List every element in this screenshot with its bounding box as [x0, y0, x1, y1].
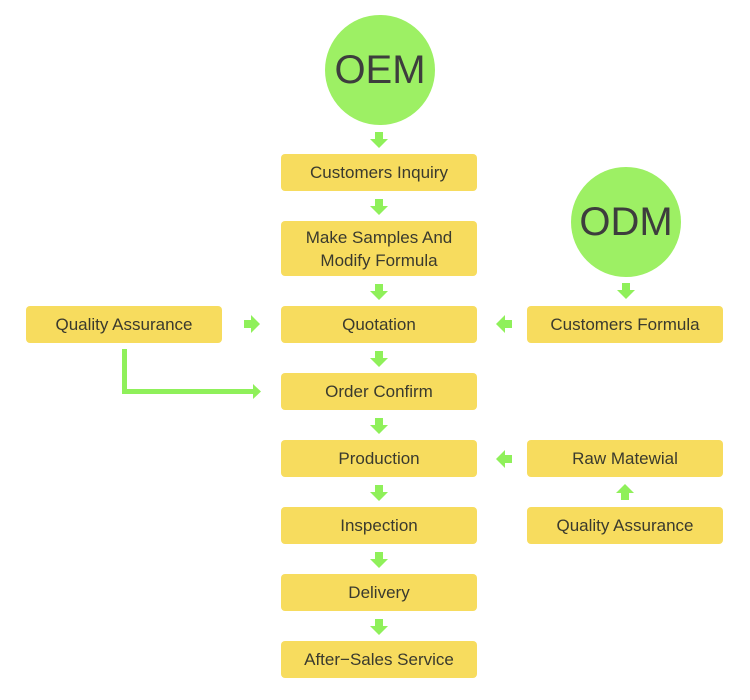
- elbow-arrow-icon: [122, 349, 261, 399]
- down-arrow-icon: [370, 418, 388, 434]
- customers-inquiry-box: Customers Inquiry: [281, 154, 477, 191]
- down-arrow-icon: [370, 132, 388, 148]
- left-arrow-icon: [496, 315, 512, 333]
- down-arrow-icon: [370, 485, 388, 501]
- order-confirm-box: Order Confirm: [281, 373, 477, 410]
- left-arrow-icon: [496, 450, 512, 468]
- right-arrow-icon: [244, 315, 260, 333]
- odm-circle: ODM: [571, 167, 681, 277]
- make-samples-label: Make Samples And Modify Formula: [305, 227, 453, 270]
- quotation-box: Quotation: [281, 306, 477, 343]
- customers-formula-box: Customers Formula: [527, 306, 723, 343]
- delivery-box: Delivery: [281, 574, 477, 611]
- up-arrow-icon: [616, 484, 634, 500]
- production-box: Production: [281, 440, 477, 477]
- left-quality-assurance-box: Quality Assurance: [26, 306, 222, 343]
- raw-material-box: Raw Matewial: [527, 440, 723, 477]
- down-arrow-icon: [370, 351, 388, 367]
- right-quality-assurance-box: Quality Assurance: [527, 507, 723, 544]
- oem-circle: OEM: [325, 15, 435, 125]
- down-arrow-icon: [617, 283, 635, 299]
- after-sales-box: After−Sales Service: [281, 641, 477, 678]
- make-samples-box: Make Samples And Modify Formula: [281, 221, 477, 276]
- down-arrow-icon: [370, 199, 388, 215]
- down-arrow-icon: [370, 552, 388, 568]
- down-arrow-icon: [370, 619, 388, 635]
- inspection-box: Inspection: [281, 507, 477, 544]
- down-arrow-icon: [370, 284, 388, 300]
